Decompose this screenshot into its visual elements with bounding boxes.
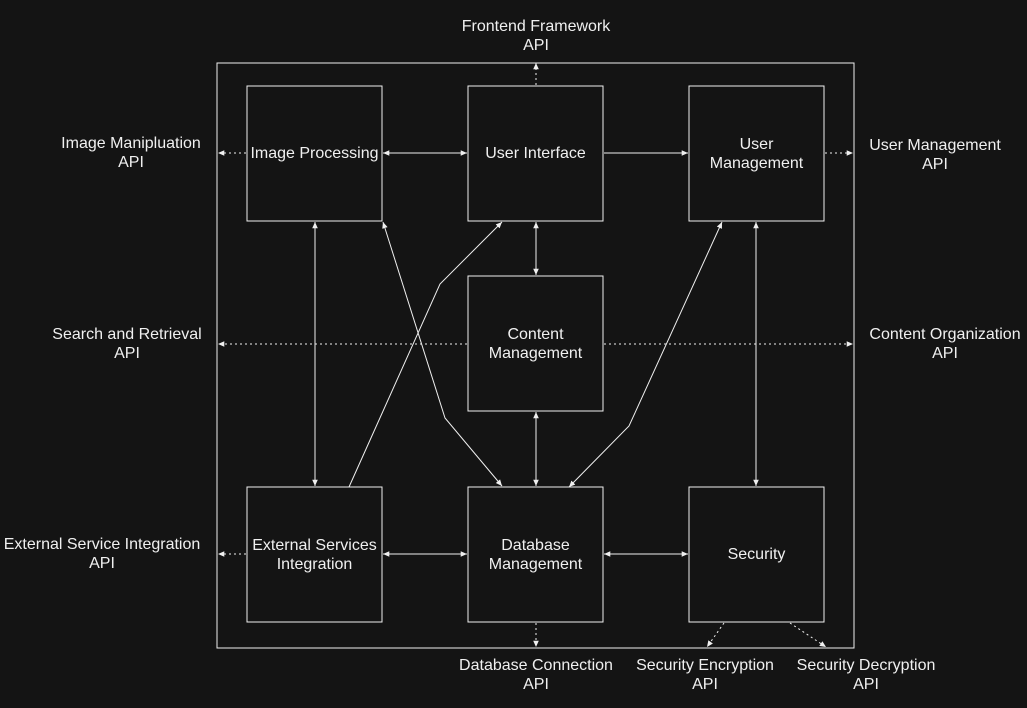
edge-security-encryption-api: [706, 622, 725, 648]
security-node[interactable]: [688, 486, 825, 623]
search-retrieval-api-label: Search and Retrieval API: [52, 326, 202, 362]
edge-user-management-database-management: [568, 221, 723, 488]
content-organization-api-label: Content Organization API: [869, 326, 1021, 362]
content-management-node[interactable]: [467, 275, 604, 412]
image-processing-node[interactable]: [246, 85, 383, 222]
image-manipulation-api-label: Image Manipluation API: [61, 135, 201, 171]
database-connection-api-label: Database Connection API: [459, 657, 613, 693]
edge-external-services-user-interface: [348, 221, 503, 488]
user-management-api-label: User Management API: [869, 137, 1001, 173]
external-services-node[interactable]: [246, 486, 383, 623]
edge-image-processing-database-management: [382, 221, 503, 487]
security-decryption-api-label: Security Decryption API: [796, 657, 936, 693]
edge-security-decryption-api: [789, 622, 827, 648]
security-encryption-api-label: Security Encryption API: [636, 657, 774, 693]
external-service-api-label: External Service Integration API: [3, 536, 201, 572]
user-interface-node[interactable]: [467, 85, 604, 222]
user-management-node[interactable]: [688, 85, 825, 222]
database-management-node[interactable]: [467, 486, 604, 623]
frontend-framework-api-label: Frontend Framework API: [461, 18, 611, 54]
